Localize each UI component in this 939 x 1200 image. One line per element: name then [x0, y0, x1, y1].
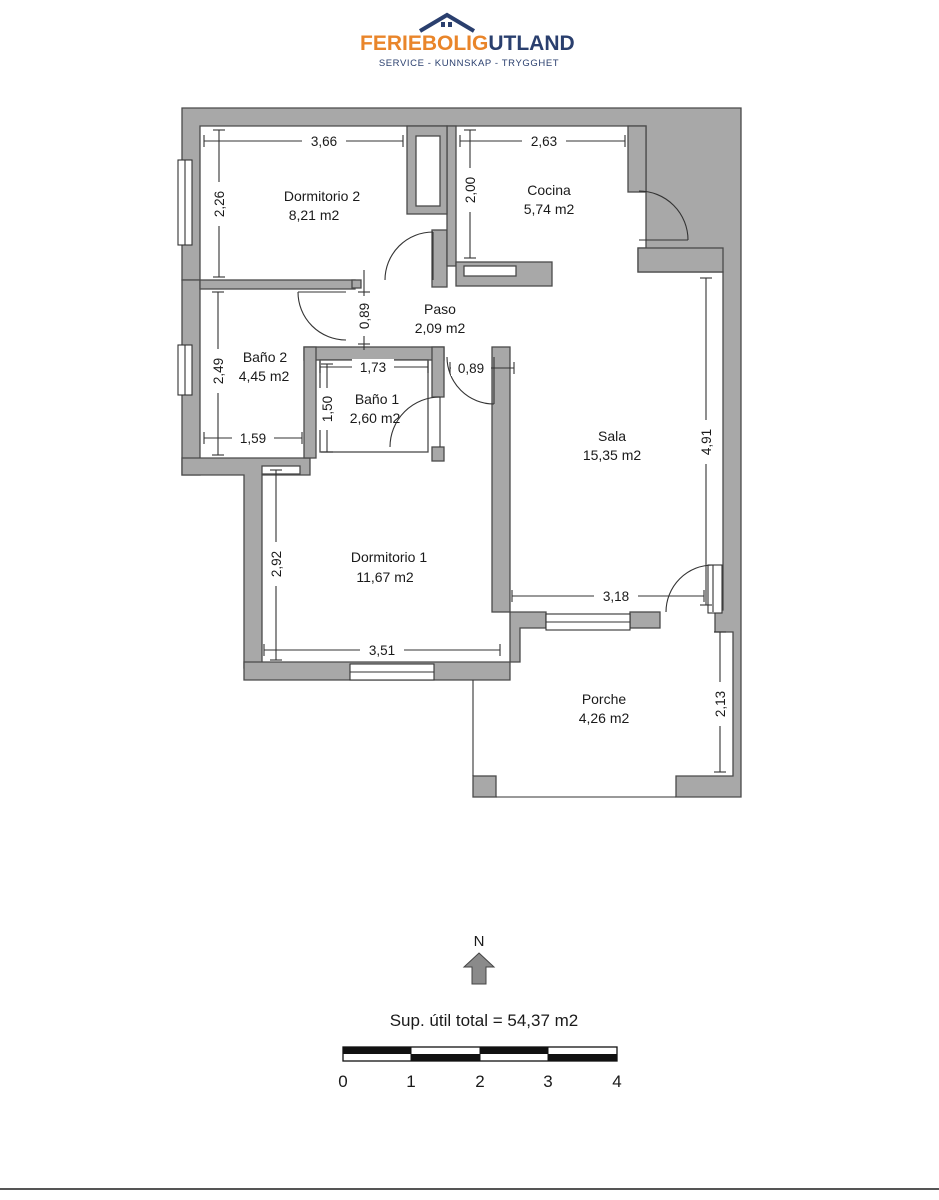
dim-sala-width: 3,18 — [603, 589, 629, 604]
door-cocina — [638, 190, 689, 241]
scale-segment — [480, 1047, 548, 1054]
dim-cocina-depth: 2,00 — [463, 177, 478, 203]
room-name-bano-1: Baño 1 — [355, 391, 400, 407]
dim-cocina-width: 2,63 — [531, 134, 557, 149]
door-bano1 — [389, 396, 441, 448]
door-bano2 — [297, 291, 347, 341]
room-area-bano-2: 4,45 m2 — [239, 368, 290, 384]
room-name-sala: Sala — [598, 428, 626, 444]
page-bottom-rule — [0, 1188, 939, 1190]
room-area-porche: 4,26 m2 — [579, 710, 630, 726]
north-arrow-icon — [462, 952, 496, 985]
walls — [181, 107, 742, 798]
dim-sala-depth: 4,91 — [699, 429, 714, 455]
scale-segment — [548, 1054, 617, 1061]
room-area-cocina: 5,74 m2 — [524, 201, 575, 217]
room-labels: Dormitorio 2 8,21 m2 Cocina 5,74 m2 Paso… — [239, 182, 642, 726]
scale-segment — [343, 1047, 411, 1054]
door-dorm2 — [384, 231, 434, 281]
logo-part-2: UTLAND — [488, 32, 574, 55]
room-name-cocina: Cocina — [527, 182, 571, 198]
dim-dorm1-width: 3,51 — [369, 643, 395, 658]
total-area: Sup. útil total = 54,37 m2 — [390, 1011, 579, 1030]
room-area-sala: 15,35 m2 — [583, 447, 642, 463]
scale-label: 2 — [475, 1072, 484, 1091]
room-name-paso: Paso — [424, 301, 456, 317]
logo-part-1: FERIEBOLIG — [360, 32, 488, 55]
scale-label: 0 — [338, 1072, 347, 1091]
room-area-dormitorio-2: 8,21 m2 — [289, 207, 340, 223]
dim-dorm2-width: 3,66 — [311, 134, 337, 149]
dim-porche-depth: 2,13 — [713, 691, 728, 717]
logo-tagline: SERVICE - KUNNSKAP - TRYGGHET — [379, 58, 559, 69]
dim-bano2-width: 1,59 — [240, 431, 266, 446]
dim-dorm1-depth: 2,92 — [269, 551, 284, 577]
house-roof-icon — [418, 12, 476, 33]
dim-door-width: 0,89 — [458, 361, 484, 376]
scale-segment — [411, 1054, 480, 1061]
north-indicator: N — [462, 933, 496, 985]
door-porche — [665, 564, 714, 613]
room-name-porche: Porche — [582, 691, 627, 707]
dimension-labels: 3,66 2,26 2,63 2,00 0,89 2,49 1,59 1,73 … — [210, 133, 728, 726]
window-sala-east — [707, 564, 723, 614]
scale-label: 3 — [543, 1072, 552, 1091]
svg-text:FERIEBOLIGUTLAND: FERIEBOLIGUTLAND — [360, 32, 575, 55]
doors — [297, 190, 714, 613]
room-area-paso: 2,09 m2 — [415, 320, 466, 336]
north-label: N — [474, 933, 485, 950]
dim-bano2-depth: 2,49 — [211, 358, 226, 384]
door-dorm1 — [446, 356, 495, 405]
dim-bano1-width: 1,73 — [360, 360, 386, 375]
room-name-dormitorio-1: Dormitorio 1 — [351, 549, 427, 565]
room-name-bano-2: Baño 2 — [243, 349, 288, 365]
room-area-dormitorio-1: 11,67 m2 — [356, 569, 414, 585]
scale-label: 4 — [612, 1072, 621, 1091]
dim-bano1-depth: 1,50 — [320, 396, 335, 422]
dim-dorm2-depth: 2,26 — [212, 191, 227, 217]
scale-label: 1 — [406, 1072, 415, 1091]
company-logo: FERIEBOLIGUTLAND SERVICE - KUNNSKAP - TR… — [360, 12, 575, 69]
dim-paso-width: 0,89 — [357, 303, 372, 329]
windows — [177, 159, 723, 681]
scale-bar: 0 1 2 3 4 — [338, 1046, 622, 1091]
room-area-bano-1: 2,60 m2 — [350, 410, 401, 426]
room-name-dormitorio-2: Dormitorio 2 — [284, 188, 360, 204]
